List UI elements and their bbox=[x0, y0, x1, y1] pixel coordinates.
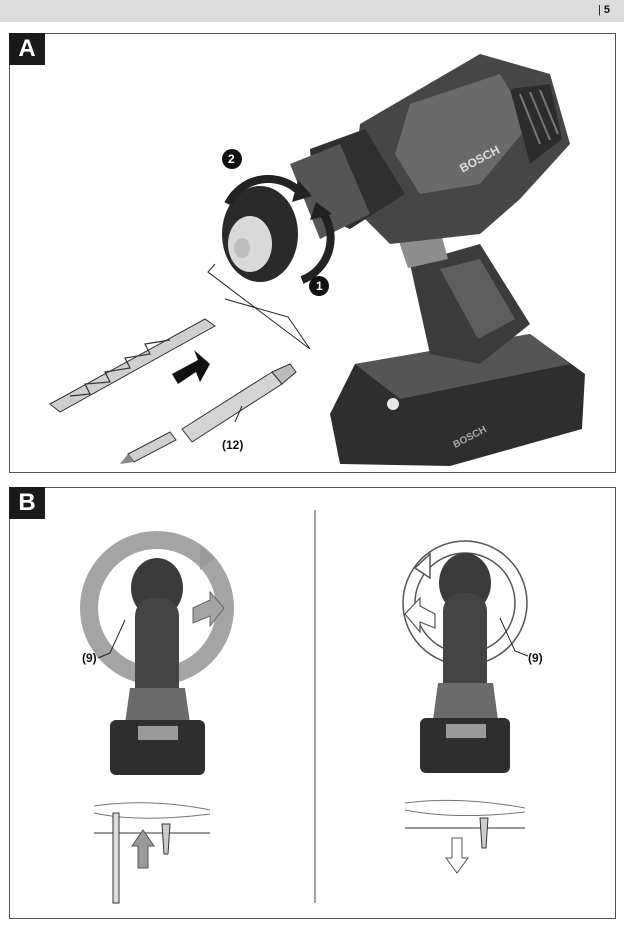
housing-panel bbox=[395, 74, 530, 194]
callout-leader-9-left bbox=[97, 619, 126, 659]
figure-panel-a: A (12) 2 1 BOSCH BOSCH bbox=[9, 33, 616, 473]
drill-grip-left bbox=[135, 598, 179, 708]
screw-left bbox=[161, 823, 171, 855]
callout-leader-12 bbox=[234, 405, 243, 423]
bit-holder bbox=[181, 371, 283, 443]
figure-panel-b: B (9) (9) bbox=[9, 487, 616, 919]
battery-led bbox=[387, 398, 399, 410]
battery-latch-right bbox=[446, 724, 486, 738]
battery-latch-left bbox=[138, 726, 178, 740]
direction-arrow-left bbox=[192, 590, 225, 628]
battery-right bbox=[420, 718, 510, 773]
rotation-direction-illustration bbox=[80, 510, 529, 904]
drill-bit bbox=[49, 318, 216, 413]
callout-leader-9-right bbox=[499, 617, 529, 657]
rotation-arrow-1 bbox=[300, 206, 335, 284]
screw-right bbox=[479, 817, 489, 849]
drill-grip-right bbox=[443, 593, 487, 703]
step-label-2: 2 bbox=[228, 152, 235, 166]
insert-arrow bbox=[172, 350, 210, 384]
direction-arrow-right bbox=[404, 596, 436, 634]
callout-switch-right: (9) bbox=[528, 651, 543, 665]
page-header-bar: |5 bbox=[0, 0, 624, 22]
handle-grip bbox=[440, 259, 515, 339]
chuck-jaw bbox=[234, 238, 250, 258]
wood-grain-left bbox=[93, 802, 211, 811]
drill-chuck-illustration bbox=[49, 54, 585, 466]
up-arrow-left bbox=[131, 829, 155, 869]
step-marker-1 bbox=[309, 276, 329, 296]
rotation-arrow-2 bbox=[224, 175, 303, 206]
page-number: |5 bbox=[598, 4, 610, 16]
panel-label-b: B bbox=[9, 487, 45, 519]
battery-left bbox=[110, 720, 205, 775]
leader-line-upper bbox=[207, 263, 311, 350]
screwdriver-bit bbox=[127, 431, 177, 463]
leader-line-lower bbox=[224, 298, 311, 350]
callout-part-12: (12) bbox=[222, 438, 244, 452]
battery-top bbox=[355, 334, 570, 399]
step-label-1: 1 bbox=[316, 279, 323, 293]
drill-base-left bbox=[125, 688, 190, 723]
panel-label-a: A bbox=[9, 33, 45, 65]
chuck-front bbox=[228, 216, 272, 272]
clutch-collar bbox=[290, 144, 370, 239]
down-arrow-right bbox=[445, 837, 469, 874]
drill-bit-left bbox=[112, 812, 120, 904]
callout-switch-left: (9) bbox=[82, 651, 97, 665]
wood-grain-right bbox=[404, 799, 526, 809]
step-marker-2 bbox=[222, 149, 242, 169]
drill-base-right bbox=[433, 683, 498, 720]
